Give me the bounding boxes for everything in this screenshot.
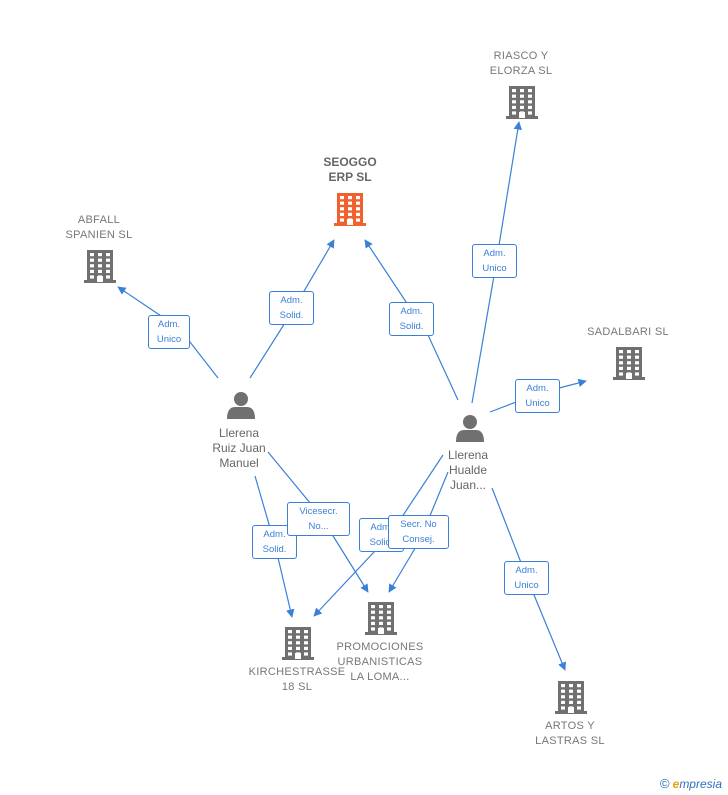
node-label-riasco[interactable]: RIASCO Y ELORZA SL [489, 50, 553, 77]
edge-label-artos[interactable]: Adm. Unico [504, 561, 549, 595]
empresia-watermark[interactable]: ©empresia [660, 776, 722, 791]
node-label-llerena-hualde[interactable]: Llerena Hualde Juan... [447, 448, 489, 492]
edge-label-hualde-seoggo[interactable]: Adm. Solid. [389, 302, 434, 336]
icons-layer [84, 86, 645, 714]
node-label-kirchestrasse[interactable]: KIRCHESTRASSE 18 SL [248, 666, 346, 693]
brand-name: mpresia [679, 777, 722, 791]
edge-label-ruiz-seoggo[interactable]: Adm. Solid. [269, 291, 314, 325]
node-label-promociones[interactable]: PROMOCIONES URBANISTICAS LA LOMA... [336, 641, 424, 683]
person-icon-llerena-hualde[interactable] [456, 415, 484, 442]
building-icon-seoggo[interactable] [334, 193, 366, 226]
building-icon-promociones[interactable] [365, 602, 397, 635]
edge-label-sadalbari[interactable]: Adm. Unico [515, 379, 560, 413]
person-icon-llerena-ruiz[interactable] [227, 392, 255, 419]
edge-label-secr-no-consej[interactable]: Secr. No Consej. [388, 515, 449, 549]
building-icon-riasco[interactable] [506, 86, 538, 119]
building-icon-abfall[interactable] [84, 250, 116, 283]
node-label-artos[interactable]: ARTOS Y LASTRAS SL [535, 720, 605, 747]
node-label-sadalbari[interactable]: SADALBARI SL [587, 326, 669, 338]
copyright-symbol: © [660, 776, 670, 791]
building-icon-sadalbari[interactable] [613, 347, 645, 380]
node-label-seoggo[interactable]: SEOGGO ERP SL [323, 155, 377, 184]
building-icon-kirchestrasse[interactable] [282, 627, 314, 660]
node-label-abfall[interactable]: ABFALL SPANIEN SL [65, 214, 133, 241]
edge-label-vicesecr[interactable]: Vicesecr. No... [287, 502, 350, 536]
edge-label-riasco[interactable]: Adm. Unico [472, 244, 517, 278]
building-icon-artos[interactable] [555, 681, 587, 714]
node-label-llerena-ruiz[interactable]: Llerena Ruiz Juan Manuel [212, 426, 266, 470]
brand-logo-e: e [672, 777, 680, 791]
edge-label-abfall[interactable]: Adm. Unico [148, 315, 190, 349]
